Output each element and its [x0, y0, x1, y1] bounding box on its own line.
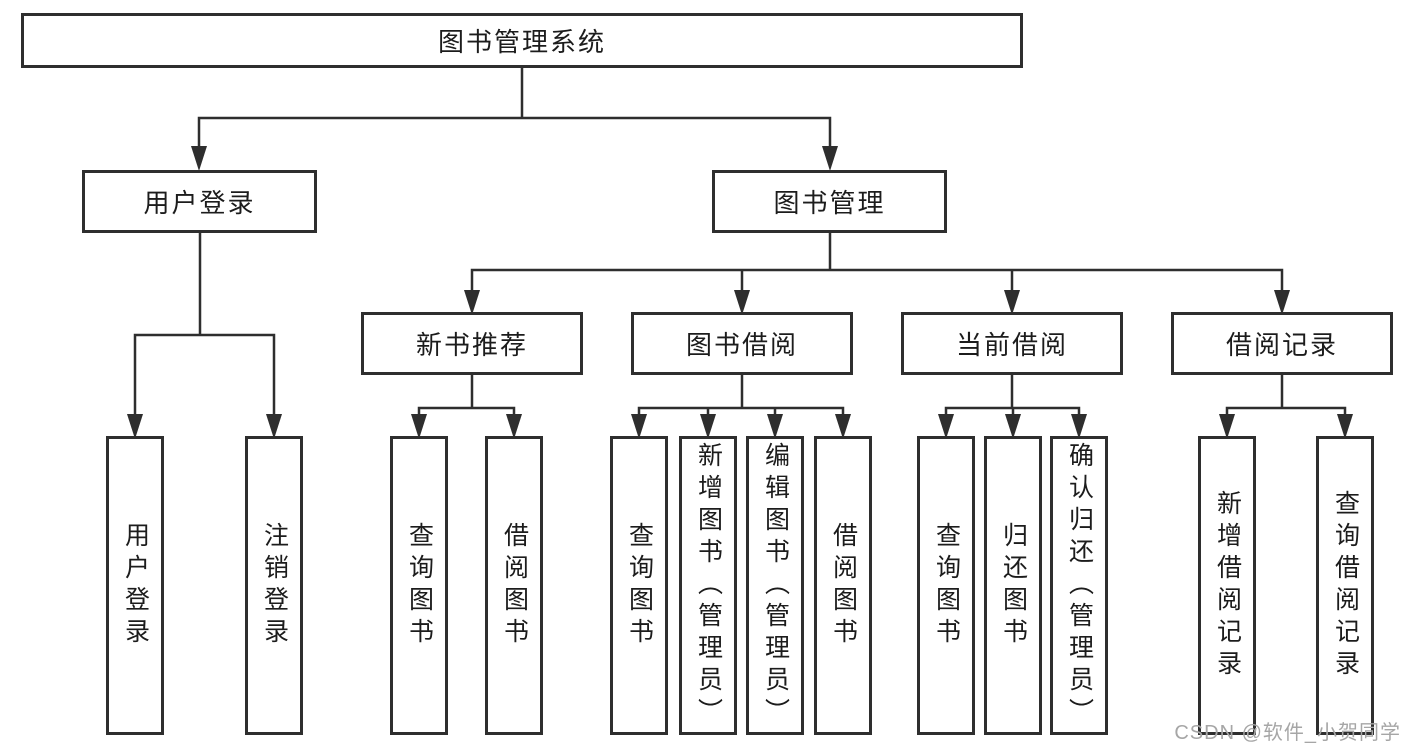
leaf-query-borrow-record: 查询借阅记录	[1316, 436, 1374, 735]
watermark: CSDN @软件_小贺同学	[1174, 722, 1401, 744]
connector-userlogin-to-leaves	[133, 229, 276, 422]
connector-bookmgmt-to-level3	[470, 229, 1284, 298]
node-user-login-label: 用户登录	[143, 188, 256, 218]
node-borrow-records-label: 借阅记录	[1225, 330, 1338, 360]
leaf-edit-book-admin: 编辑图书（管理员）	[746, 436, 804, 735]
leaf-confirm-return-admin: 确认归还（管理员）	[1050, 436, 1108, 735]
leaf-logout: 注销登录	[245, 436, 303, 735]
leaf-add-borrow-record: 新增借阅记录	[1198, 436, 1256, 735]
leaf-query-book-recommend-label: 查询图书	[405, 521, 434, 650]
node-root: 图书管理系统	[21, 13, 1023, 68]
node-book-borrow-label: 图书借阅	[685, 330, 798, 360]
node-root-label: 图书管理系统	[437, 27, 606, 57]
leaf-query-book-current-label: 查询图书	[932, 521, 961, 650]
leaf-edit-book-admin-label: 编辑图书（管理员）	[761, 441, 790, 730]
node-current-borrow-label: 当前借阅	[955, 330, 1068, 360]
leaf-query-book-recommend: 查询图书	[390, 436, 448, 735]
connector-root-to-level2	[197, 64, 832, 154]
leaf-logout-label: 注销登录	[260, 521, 289, 650]
leaf-return-book: 归还图书	[984, 436, 1042, 735]
leaf-add-borrow-record-label: 新增借阅记录	[1213, 489, 1242, 682]
leaf-return-book-label: 归还图书	[999, 521, 1028, 650]
node-new-book-recommend: 新书推荐	[361, 312, 583, 375]
node-borrow-records: 借阅记录	[1171, 312, 1393, 375]
connector-currentborrow-to-leaves	[944, 371, 1081, 422]
leaf-query-book-borrow: 查询图书	[610, 436, 668, 735]
leaf-query-book-borrow-label: 查询图书	[625, 521, 654, 650]
node-book-management: 图书管理	[712, 170, 947, 233]
leaf-query-book-current: 查询图书	[917, 436, 975, 735]
arrowheads	[127, 146, 1353, 439]
node-current-borrow: 当前借阅	[901, 312, 1123, 375]
leaf-add-book-admin: 新增图书（管理员）	[679, 436, 737, 735]
leaf-borrow-book-recommend-label: 借阅图书	[500, 521, 529, 650]
node-book-management-label: 图书管理	[773, 188, 886, 218]
connector-borrowrecords-to-leaves	[1225, 371, 1347, 422]
connector-newbookrec-to-leaves	[417, 371, 516, 422]
leaf-borrow-book: 借阅图书	[814, 436, 872, 735]
connector-bookborrow-to-leaves	[637, 371, 845, 422]
leaf-confirm-return-admin-label: 确认归还（管理员）	[1065, 441, 1094, 730]
leaf-user-login-label: 用户登录	[121, 521, 150, 650]
leaf-borrow-book-label: 借阅图书	[829, 521, 858, 650]
node-user-login: 用户登录	[82, 170, 317, 233]
leaf-borrow-book-recommend: 借阅图书	[485, 436, 543, 735]
leaf-user-login: 用户登录	[106, 436, 164, 735]
leaf-query-borrow-record-label: 查询借阅记录	[1331, 489, 1360, 682]
leaf-add-book-admin-label: 新增图书（管理员）	[694, 441, 723, 730]
node-new-book-recommend-label: 新书推荐	[415, 330, 528, 360]
node-book-borrow: 图书借阅	[631, 312, 853, 375]
